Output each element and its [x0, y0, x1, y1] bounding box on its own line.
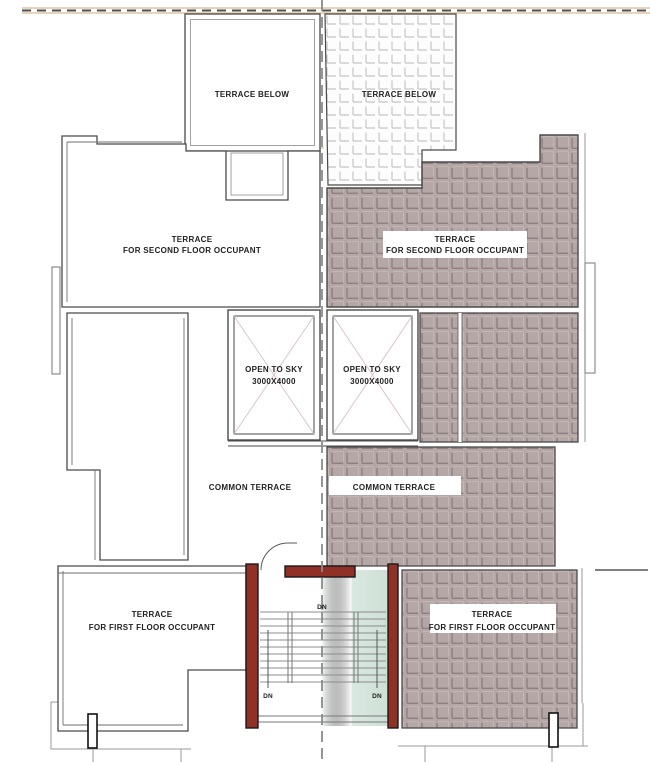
label-plate-second-right [383, 231, 527, 258]
open-to-sky-left [227, 309, 321, 441]
site-boundary-lines [50, 133, 588, 762]
label-terrace-below-right: TERRACE BELOW [362, 90, 437, 99]
label-plate-common-right [329, 476, 461, 495]
room-common-terrace-right [326, 446, 556, 567]
label-second-right-1: TERRACE [435, 235, 476, 244]
window-marker-right [548, 712, 559, 748]
room-terrace-first-right [401, 569, 578, 748]
room-terrace-first-left [57, 565, 247, 749]
property-line-top [22, 7, 650, 14]
room-terrace-second-left [61, 135, 321, 308]
label-first-right-1: TERRACE [472, 610, 513, 619]
stair-treads [260, 611, 386, 683]
label-first-left-2: FOR FIRST FLOOR OCCUPANT [89, 623, 216, 632]
stair-walls-red [245, 563, 399, 729]
open-to-sky-right [326, 309, 419, 441]
room-middle-left [66, 312, 189, 561]
ledge-left [51, 266, 61, 375]
label-second-right-2: FOR SECOND FLOOR OCCUPANT [386, 246, 524, 255]
terrace-below-right-box [324, 13, 457, 186]
label-first-left-1: TERRACE [132, 610, 173, 619]
label-dn-top: DN [317, 604, 327, 611]
label-open-sky-right-2: 3000X4000 [350, 377, 394, 386]
terrace-below-left-box [184, 13, 321, 152]
label-open-sky-right-1: OPEN TO SKY [343, 365, 401, 374]
label-terrace-below-left: TERRACE BELOW [215, 90, 290, 99]
window-marker-left [87, 713, 98, 749]
label-common-left: COMMON TERRACE [209, 483, 292, 492]
wall-under-open-to-sky [228, 440, 418, 447]
label-second-left-1: TERRACE [172, 235, 213, 244]
label-dn-right: DN [372, 693, 382, 700]
room-terrace-second-right [326, 134, 579, 308]
label-plate-first-right [430, 604, 556, 633]
label-open-sky-left-2: 3000X4000 [252, 377, 296, 386]
ledge-right [584, 262, 596, 374]
label-common-right: COMMON TERRACE [353, 483, 436, 492]
staircase [245, 542, 399, 729]
label-open-sky-left-1: OPEN TO SKY [245, 365, 303, 374]
label-second-left-2: FOR SECOND FLOOR OCCUPANT [123, 246, 261, 255]
room-common-strip-right [419, 312, 579, 443]
stair-stringers [258, 612, 388, 723]
label-dn-left: DN [263, 693, 273, 700]
stair-shaft-glass [322, 570, 388, 726]
label-first-right-2: FOR FIRST FLOOR OCCUPANT [429, 623, 556, 632]
door-swing-arc [260, 542, 297, 571]
